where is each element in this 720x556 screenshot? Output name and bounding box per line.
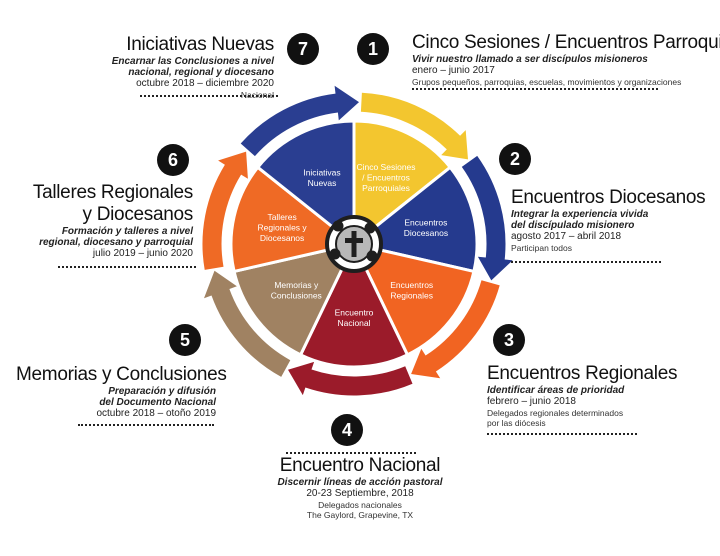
stage-7-subtitle-1: Encarnar las Conclusiones a nivel	[111, 56, 274, 67]
stage-2-number: 2	[499, 143, 531, 175]
stage-5-subtitle-2: del Documento Nacional	[99, 397, 216, 408]
stage-7-subtitle-2: nacional, regional y diocesano	[128, 67, 274, 78]
stage-3-title: Encuentros Regionales	[487, 363, 678, 384]
logo-face-2	[364, 222, 376, 234]
stage-3-info: Encuentros Regionales Identificar áreas …	[487, 363, 687, 428]
stage-6-subtitle-1: Formación y talleres a nivel	[61, 226, 193, 237]
stage-7-divider	[140, 95, 278, 97]
stage-6-divider	[58, 266, 196, 268]
stage-3-divider	[487, 433, 637, 435]
stage-1-title: Cinco Sesiones / Encuentros Parroquiales	[412, 32, 720, 53]
stage-6-dates: julio 2019 – junio 2020	[92, 248, 193, 259]
wheel-segment-5	[232, 242, 356, 357]
stage-6-title-2: y Diocesanos	[82, 204, 194, 225]
stage-5-subtitle-1: Preparación y difusión	[108, 386, 216, 397]
stage-2-title: Encuentros Diocesanos	[511, 187, 706, 208]
cycle-arrow-6	[202, 151, 248, 270]
stage-6-number: 6	[157, 144, 189, 176]
cycle-arrow-7	[240, 85, 359, 157]
wheel-segment-2	[352, 165, 479, 273]
stage-2-info: Encuentros Diocesanos Integrar la experi…	[511, 187, 716, 253]
stage-2-subtitle-2: del discípulado misionero	[511, 220, 635, 231]
stage-7-number: 7	[287, 33, 319, 65]
stage-4-dates: 20-23 Septiembre, 2018	[306, 488, 414, 499]
logo-face-4	[366, 250, 378, 262]
stage-4-info: Encuentro Nacional Discernir líneas de a…	[230, 455, 490, 520]
stage-7-dates: octubre 2018 – diciembre 2020	[136, 78, 274, 89]
stage-4-number: 4	[331, 414, 363, 446]
stage-1-info: Cinco Sesiones / Encuentros Parroquiales…	[412, 32, 720, 87]
cycle-arrows	[202, 85, 513, 396]
stage-4-note-2: The Gaylord, Grapevine, TX	[306, 510, 414, 520]
logo-face-3	[329, 248, 341, 260]
stage-3-number: 3	[493, 324, 525, 356]
stage-5-title: Memorias y Conclusiones	[16, 364, 227, 385]
stage-5-divider	[78, 424, 214, 426]
stage-6-title-1: Talleres Regionales	[32, 182, 193, 203]
cycle-arrow-1	[360, 92, 468, 160]
cross-bar	[345, 238, 363, 243]
stage-5-info: Memorias y Conclusiones Preparación y di…	[16, 364, 227, 420]
stage-1-dates: enero – junio 2017	[412, 65, 495, 76]
stage-2-note: Participan todos	[511, 243, 572, 253]
wheel-segment-6	[229, 165, 356, 273]
cross-icon	[351, 231, 357, 257]
wheel-segment-4	[299, 242, 409, 369]
logo-face-1	[332, 220, 344, 232]
wheel-segment-7	[256, 119, 356, 246]
cycle-arrow-5	[204, 270, 291, 377]
stage-1-divider	[412, 88, 658, 90]
center-logo	[325, 215, 383, 273]
wheel-segment-3	[352, 242, 476, 357]
stage-2-subtitle-1: Integrar la experiencia vivida	[511, 209, 649, 220]
stage-2-divider	[511, 261, 661, 263]
cycle-arrow-3	[411, 280, 500, 379]
stage-6-info: Talleres Regionales y Diocesanos Formaci…	[0, 182, 193, 260]
stage-5-dates: octubre 2018 – otoño 2019	[96, 408, 216, 419]
stage-1-subtitle: Vivir nuestro llamado a ser discípulos m…	[412, 54, 648, 65]
stage-5-number: 5	[169, 324, 201, 356]
stage-1-note: Grupos pequeños, parroquias, escuelas, m…	[412, 77, 682, 87]
stage-1-number: 1	[357, 33, 389, 65]
stage-3-dates: febrero – junio 2018	[487, 396, 576, 407]
stage-4-subtitle: Discernir líneas de acción pastoral	[277, 477, 443, 488]
stage-7-title: Iniciativas Nuevas	[126, 34, 274, 55]
stage-7-info: Iniciativas Nuevas Encarnar las Conclusi…	[34, 34, 275, 100]
wheel-segment-1	[352, 119, 452, 246]
stage-4-note-1: Delegados nacionales	[318, 500, 402, 510]
stage-2-dates: agosto 2017 – abril 2018	[511, 231, 622, 242]
stage-3-subtitle: Identificar áreas de prioridad	[487, 385, 625, 396]
stage-4-divider	[286, 452, 416, 454]
cycle-arrow-4	[288, 361, 413, 396]
stage-3-note-2: por las diócesis	[487, 418, 546, 428]
cycle-arrow-2	[461, 155, 513, 281]
stage-6-subtitle-2: regional, diocesano y parroquial	[39, 237, 193, 248]
stage-3-note-1: Delegados regionales determinados	[487, 408, 624, 418]
stage-4-title: Encuentro Nacional	[279, 455, 441, 476]
